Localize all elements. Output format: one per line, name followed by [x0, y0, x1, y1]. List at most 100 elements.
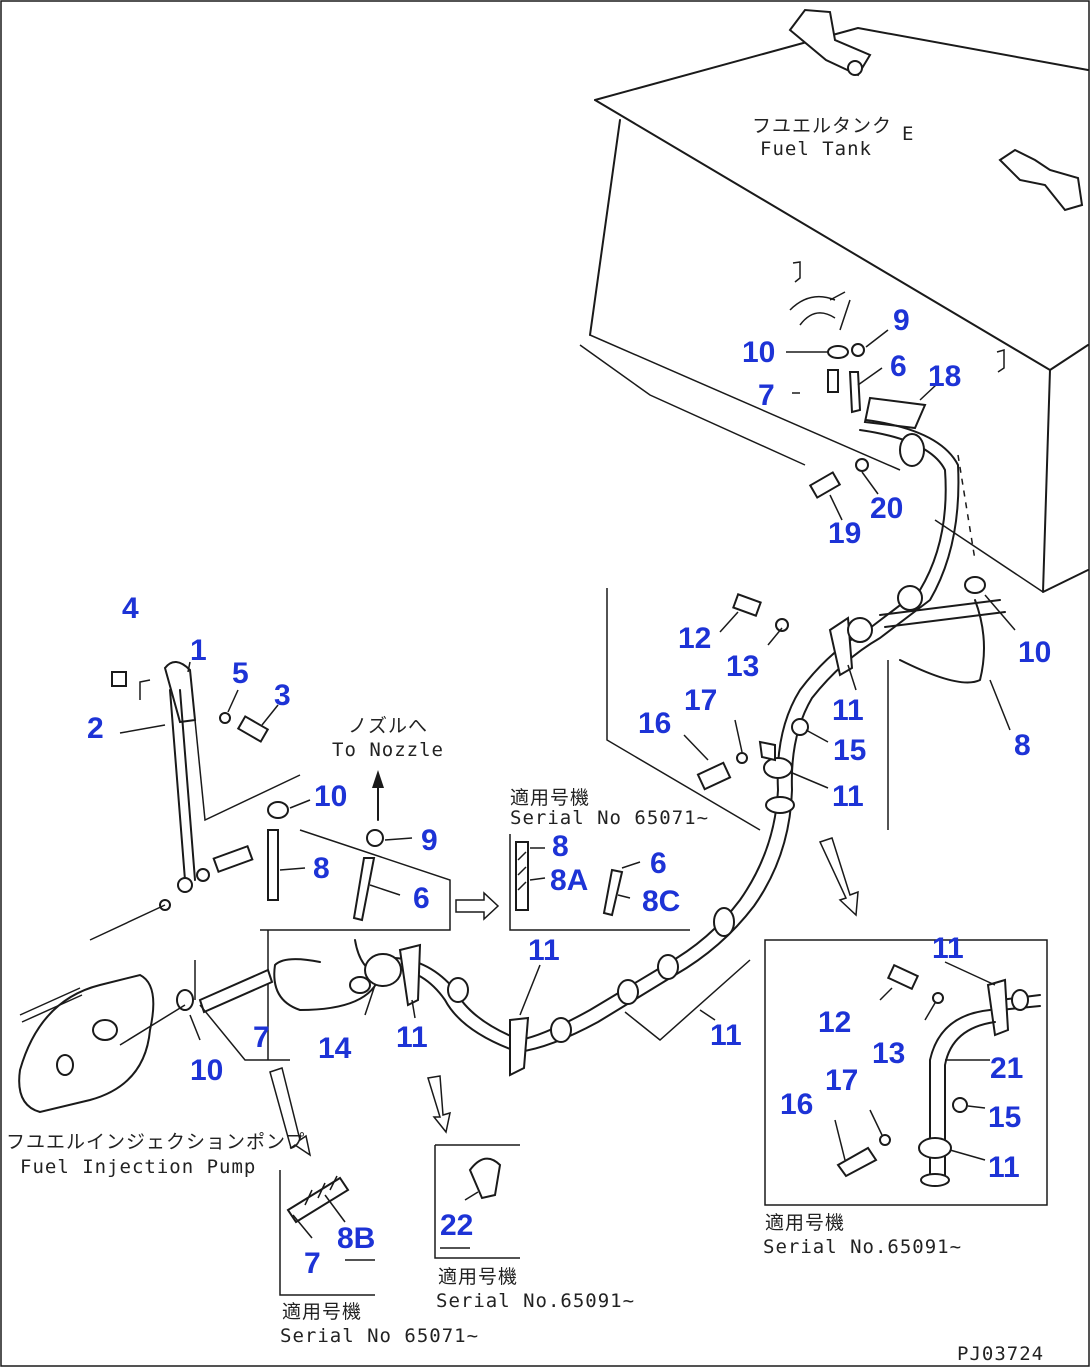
callout-1[interactable]: 1: [190, 634, 207, 667]
clamp-10-top: [827, 345, 849, 359]
leader-15b: [967, 1105, 986, 1109]
callout-3[interactable]: 3: [274, 679, 291, 712]
bolt-16-detail: [836, 1146, 878, 1178]
pump-jp-label: フユエルインジェクションポンプ: [6, 1131, 305, 1153]
callout-11[interactable]: 11: [832, 780, 864, 813]
callout-11[interactable]: 11: [988, 1151, 1020, 1184]
clamp-e: [713, 907, 735, 937]
detail-box-frame-22: [434, 1145, 520, 1259]
callout-11[interactable]: 11: [528, 934, 560, 967]
fitting-a: [177, 877, 193, 893]
callout-12[interactable]: 12: [818, 1006, 851, 1039]
clamp-f: [657, 954, 679, 980]
detail-22: 適用号機 Serial No.65091~: [434, 1144, 634, 1312]
pump-en-label: Fuel Injection Pump: [20, 1156, 256, 1178]
callout-15[interactable]: 15: [988, 1101, 1021, 1134]
hose-7-leader: [199, 1004, 290, 1061]
clamp-11-detail-top: [986, 978, 1010, 1037]
callout-8[interactable]: 8: [552, 830, 569, 863]
serial-65071-label-2: Serial No 65071~: [280, 1325, 479, 1347]
leader-12a: [719, 611, 739, 633]
callout-16[interactable]: 16: [638, 707, 671, 740]
bracket-mark: [139, 679, 151, 700]
callout-7[interactable]: 7: [304, 1247, 321, 1280]
callout-6[interactable]: 6: [890, 350, 907, 383]
callout-19[interactable]: 19: [828, 517, 861, 550]
callout-22[interactable]: 22: [440, 1209, 473, 1242]
callout-12[interactable]: 12: [678, 622, 711, 655]
callout-8a[interactable]: 8A: [550, 864, 588, 897]
banjo-bolt: [212, 844, 254, 874]
leader-16b: [834, 1119, 846, 1161]
callout-13[interactable]: 13: [726, 650, 759, 683]
detail-21: 適用号機 Serial No.65091~: [763, 939, 1048, 1258]
leader-10b: [984, 594, 1016, 631]
callout-10[interactable]: 10: [742, 336, 775, 369]
clamp-c: [847, 617, 873, 643]
callout-17[interactable]: 17: [684, 684, 717, 717]
hose-8c: [602, 868, 624, 917]
callout-7[interactable]: 7: [758, 379, 775, 412]
callout-20[interactable]: 20: [870, 492, 903, 525]
callout-8[interactable]: 8: [313, 852, 330, 885]
callout-8[interactable]: 8: [1014, 729, 1031, 762]
washer-13-detail: [932, 992, 944, 1004]
leader-18: [919, 384, 937, 401]
clamp-11-upper: [828, 616, 854, 677]
callout-15[interactable]: 15: [833, 734, 866, 767]
clamp-10-left: [267, 801, 289, 819]
leader-6b: [369, 884, 401, 896]
callout-9[interactable]: 9: [893, 304, 910, 337]
callout-10[interactable]: 10: [314, 780, 347, 813]
leader-9a: [865, 329, 889, 348]
clamp-11-lower: [509, 1016, 530, 1077]
callout-11[interactable]: 11: [832, 694, 864, 727]
clamp-b: [897, 585, 923, 611]
callout-5[interactable]: 5: [232, 657, 249, 690]
callout-11[interactable]: 11: [710, 1019, 742, 1052]
callout-6[interactable]: 6: [650, 847, 667, 880]
hose-8a-hatch: [517, 851, 527, 891]
return-hose-8: [899, 599, 985, 684]
leader-13a: [767, 627, 783, 646]
hose-7-left: [198, 968, 274, 1014]
callout-14[interactable]: 14: [318, 1032, 352, 1065]
bolt-19: [808, 471, 842, 499]
callout-18[interactable]: 18: [928, 360, 961, 393]
callout-13[interactable]: 13: [872, 1037, 905, 1070]
bolt-12-detail: [886, 963, 920, 991]
nut-4: [111, 671, 127, 687]
callout-8b[interactable]: 8B: [337, 1222, 375, 1255]
callout-11[interactable]: 11: [932, 932, 964, 965]
leader-11b: [789, 771, 829, 789]
detail-8a-8c: 適用号機 Serial No 65071~: [509, 787, 708, 931]
leader-16a: [683, 734, 709, 761]
hose-loop: [273, 939, 381, 1011]
clamp-11-left: [398, 943, 422, 1007]
callout-11[interactable]: 11: [396, 1021, 428, 1054]
fuel-injection-pump: [18, 960, 196, 1114]
callout-2[interactable]: 2: [87, 712, 104, 745]
hose-7-top: [827, 369, 839, 393]
callout-10[interactable]: 10: [190, 1054, 223, 1087]
callout-8c[interactable]: 8C: [642, 885, 680, 918]
callout-6[interactable]: 6: [413, 882, 430, 915]
pump-leaders: [119, 960, 196, 1046]
leader-15a: [805, 729, 829, 743]
fuel-tank-en-label: Fuel Tank: [760, 138, 872, 160]
nozzle-jp-label: ノズルへ: [348, 715, 428, 737]
callout-16[interactable]: 16: [780, 1088, 813, 1121]
callout-10[interactable]: 10: [1018, 636, 1051, 669]
leader-8C: [617, 894, 631, 899]
pump-port-2: [56, 1054, 74, 1076]
callout-21[interactable]: 21: [990, 1052, 1023, 1085]
left-assembly: [89, 661, 451, 1061]
callout-7[interactable]: 7: [253, 1021, 270, 1054]
callout-4[interactable]: 4: [122, 592, 139, 625]
bolt-12: [732, 593, 762, 617]
callout-9[interactable]: 9: [421, 824, 438, 857]
callout-17[interactable]: 17: [825, 1064, 858, 1097]
hose-6-left: [352, 857, 376, 922]
clamp-detail-a: [1011, 989, 1029, 1011]
